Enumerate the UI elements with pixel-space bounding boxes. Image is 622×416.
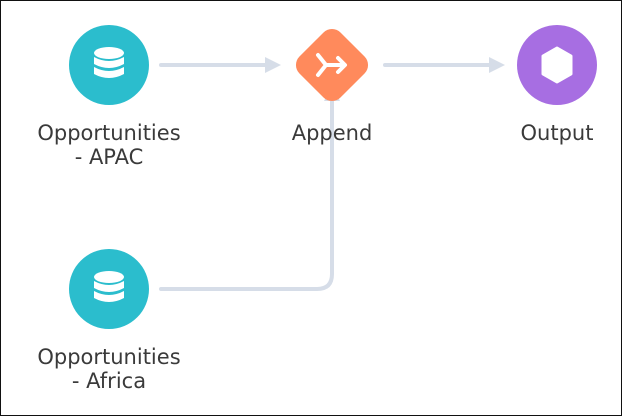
node-label-line2: - APAC (74, 145, 144, 169)
arrowhead-into-output (489, 57, 505, 73)
node-label-line1: Opportunities (37, 121, 181, 145)
output-node-circle[interactable] (517, 25, 597, 105)
node-label: Append (232, 121, 432, 145)
merge-arrow-icon (316, 53, 347, 77)
dataset-node-circle[interactable] (69, 249, 149, 329)
dataset-node-circle[interactable] (69, 25, 149, 105)
append-node-diamond[interactable] (286, 19, 378, 111)
database-icon (94, 47, 124, 78)
node-output[interactable]: Output (457, 25, 622, 155)
node-label-text: Append (291, 121, 373, 145)
hexagon-icon (541, 46, 573, 84)
arrowhead-into-append (265, 57, 281, 73)
node-opportunities-apac[interactable]: Opportunities - APAC (9, 25, 209, 175)
node-label-line2: - Africa (71, 369, 147, 393)
node-append[interactable]: Append (232, 19, 432, 153)
node-label: Opportunities - APAC (9, 121, 209, 169)
edge-africa-to-append (159, 96, 334, 291)
node-label-line1: Opportunities (37, 345, 181, 369)
node-label: Output (457, 121, 622, 145)
database-icon (94, 271, 124, 302)
node-label-text: Output (520, 121, 594, 145)
node-label: Opportunities - Africa (9, 345, 209, 393)
node-opportunities-africa[interactable]: Opportunities - Africa (9, 249, 209, 399)
